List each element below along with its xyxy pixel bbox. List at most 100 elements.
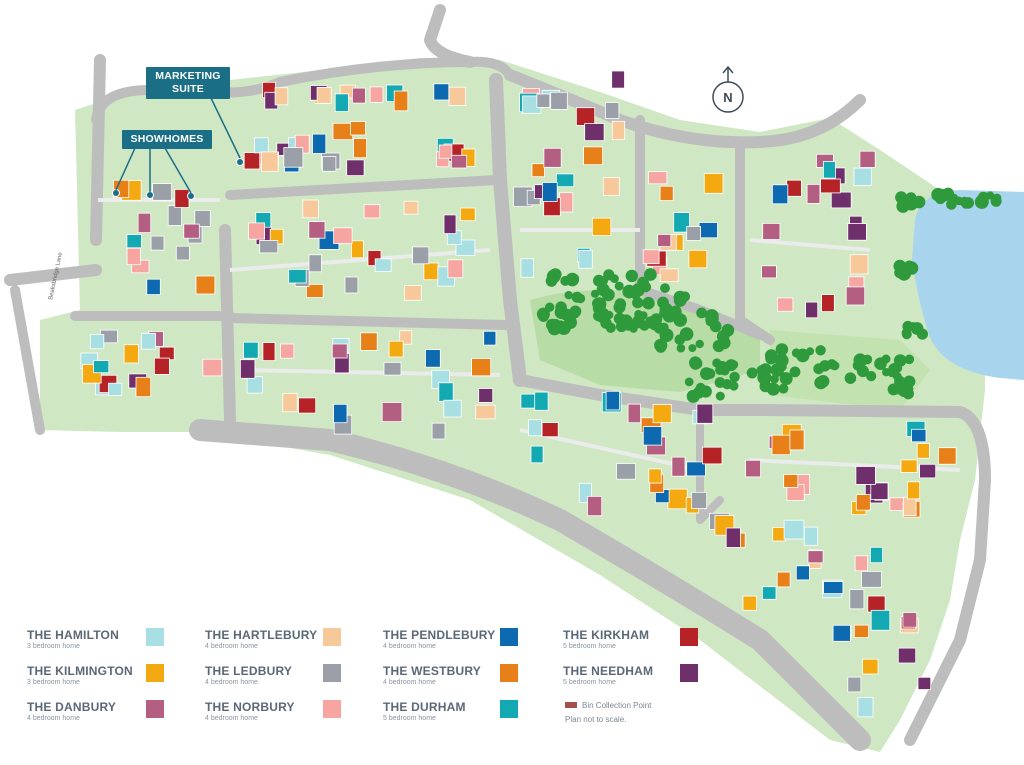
house-plot[interactable] bbox=[274, 87, 289, 106]
house-plot[interactable] bbox=[855, 466, 876, 485]
house-plot[interactable] bbox=[542, 182, 558, 202]
house-plot[interactable] bbox=[383, 361, 402, 376]
house-plot[interactable] bbox=[642, 426, 663, 446]
house-plot[interactable] bbox=[450, 154, 468, 169]
house-plot[interactable] bbox=[333, 227, 353, 244]
house-plot[interactable] bbox=[849, 254, 869, 275]
house-plot[interactable] bbox=[698, 222, 718, 239]
house-plot[interactable] bbox=[772, 527, 786, 542]
house-plot[interactable] bbox=[870, 609, 891, 631]
house-plot[interactable] bbox=[849, 589, 865, 610]
house-plot[interactable] bbox=[448, 86, 467, 106]
house-plot[interactable] bbox=[897, 647, 917, 664]
house-plot[interactable] bbox=[333, 403, 348, 424]
house-plot[interactable] bbox=[832, 624, 851, 642]
house-plot[interactable] bbox=[725, 527, 741, 548]
house-plot[interactable] bbox=[861, 571, 882, 588]
house-plot[interactable] bbox=[202, 358, 223, 377]
house-plot[interactable] bbox=[847, 223, 867, 241]
house-plot[interactable] bbox=[648, 171, 668, 185]
house-plot[interactable] bbox=[556, 173, 575, 188]
house-plot[interactable] bbox=[823, 161, 836, 179]
house-plot[interactable] bbox=[262, 342, 276, 362]
house-plot[interactable] bbox=[907, 481, 921, 500]
house-plot[interactable] bbox=[108, 382, 123, 396]
house-plot[interactable] bbox=[823, 581, 844, 594]
house-plot[interactable] bbox=[576, 107, 596, 126]
house-plot[interactable] bbox=[657, 233, 672, 247]
house-plot[interactable] bbox=[616, 463, 637, 480]
house-plot[interactable] bbox=[592, 217, 612, 237]
house-plot[interactable] bbox=[742, 595, 758, 611]
house-plot[interactable] bbox=[471, 358, 492, 377]
house-plot[interactable] bbox=[611, 120, 626, 141]
house-plot[interactable] bbox=[900, 459, 918, 473]
house-plot[interactable] bbox=[902, 612, 918, 628]
house-plot[interactable] bbox=[520, 258, 535, 278]
house-plot[interactable] bbox=[135, 376, 152, 398]
house-plot[interactable] bbox=[195, 275, 216, 295]
house-plot[interactable] bbox=[433, 83, 450, 101]
house-plot[interactable] bbox=[847, 676, 862, 693]
house-plot[interactable] bbox=[332, 122, 354, 141]
house-plot[interactable] bbox=[805, 301, 819, 319]
house-plot[interactable] bbox=[919, 463, 937, 479]
house-plot[interactable] bbox=[789, 429, 805, 451]
house-plot[interactable] bbox=[771, 434, 791, 456]
house-plot[interactable] bbox=[174, 188, 190, 208]
house-plot[interactable] bbox=[283, 147, 304, 168]
house-plot[interactable] bbox=[322, 156, 337, 172]
house-plot[interactable] bbox=[821, 294, 835, 313]
house-plot[interactable] bbox=[916, 443, 930, 459]
house-plot[interactable] bbox=[305, 283, 324, 298]
house-plot[interactable] bbox=[820, 178, 841, 194]
house-plot[interactable] bbox=[830, 191, 852, 209]
house-plot[interactable] bbox=[867, 595, 886, 613]
house-plot[interactable] bbox=[845, 286, 866, 306]
showhomes-callout[interactable]: SHOWHOMES bbox=[122, 130, 212, 149]
house-plot[interactable] bbox=[761, 265, 777, 279]
house-plot[interactable] bbox=[853, 167, 873, 186]
house-plot[interactable] bbox=[475, 404, 496, 420]
house-plot[interactable] bbox=[584, 123, 605, 142]
house-plot[interactable] bbox=[870, 482, 889, 500]
house-plot[interactable] bbox=[353, 138, 368, 159]
house-plot[interactable] bbox=[183, 223, 200, 239]
house-plot[interactable] bbox=[93, 360, 110, 374]
house-plot[interactable] bbox=[381, 402, 403, 423]
house-plot[interactable] bbox=[350, 240, 364, 259]
house-plot[interactable] bbox=[659, 185, 674, 201]
house-plot[interactable] bbox=[859, 150, 876, 168]
house-plot[interactable] bbox=[702, 446, 723, 465]
house-plot[interactable] bbox=[611, 70, 625, 89]
house-plot[interactable] bbox=[696, 403, 714, 424]
house-plot[interactable] bbox=[559, 192, 574, 213]
house-plot[interactable] bbox=[783, 519, 805, 540]
house-plot[interactable] bbox=[541, 422, 559, 438]
house-plot[interactable] bbox=[246, 376, 264, 394]
house-plot[interactable] bbox=[703, 173, 724, 194]
house-plot[interactable] bbox=[280, 343, 295, 359]
house-plot[interactable] bbox=[175, 245, 190, 261]
house-plot[interactable] bbox=[137, 212, 152, 233]
house-plot[interactable] bbox=[312, 133, 327, 154]
house-plot[interactable] bbox=[438, 144, 453, 159]
house-plot[interactable] bbox=[762, 586, 777, 600]
house-plot[interactable] bbox=[673, 212, 690, 233]
house-plot[interactable] bbox=[344, 276, 359, 294]
house-plot[interactable] bbox=[123, 344, 139, 364]
house-plot[interactable] bbox=[605, 390, 620, 411]
house-plot[interactable] bbox=[659, 268, 679, 282]
house-plot[interactable] bbox=[423, 262, 439, 281]
house-plot[interactable] bbox=[167, 205, 182, 226]
house-plot[interactable] bbox=[917, 676, 932, 690]
house-plot[interactable] bbox=[605, 102, 620, 120]
house-plot[interactable] bbox=[855, 494, 871, 511]
house-plot[interactable] bbox=[308, 221, 326, 239]
house-plot[interactable] bbox=[807, 550, 824, 564]
house-plot[interactable] bbox=[443, 214, 457, 234]
house-plot[interactable] bbox=[602, 177, 620, 197]
house-plot[interactable] bbox=[777, 297, 794, 312]
house-plot[interactable] bbox=[351, 87, 366, 104]
house-plot[interactable] bbox=[438, 382, 454, 402]
